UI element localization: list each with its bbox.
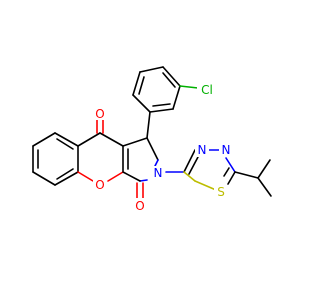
atom-N-thiadiazole-1: N <box>195 143 209 157</box>
svg-text:O: O <box>135 199 144 213</box>
thiadiazole-ring <box>165 149 272 197</box>
atom-O-ketone-bottom: O <box>133 198 147 213</box>
atom-N-thiadiazole-2: N <box>219 143 233 157</box>
svg-text:N: N <box>154 166 163 180</box>
pyrrolone-ring <box>122 137 159 201</box>
atom-O-ketone-top: O <box>93 106 107 121</box>
svg-text:O: O <box>95 107 104 121</box>
svg-text:N: N <box>222 143 231 157</box>
atom-N-pyrrolone: N <box>151 166 165 180</box>
pyranone-ring <box>77 118 129 182</box>
svg-text:O: O <box>95 178 104 192</box>
chemical-structure: O O O N N N S Cl <box>32 66 272 213</box>
atom-O-ring: O <box>93 178 107 192</box>
svg-text:Cl: Cl <box>201 83 213 97</box>
benzo-ring <box>32 132 79 186</box>
atom-Cl: Cl <box>197 83 217 97</box>
svg-text:S: S <box>217 185 225 199</box>
atom-S-thiadiazole: S <box>214 185 228 199</box>
svg-text:N: N <box>198 143 207 157</box>
structure-canvas: O O O N N N S Cl <box>32 66 272 213</box>
chlorophenyl-ring <box>132 66 199 139</box>
